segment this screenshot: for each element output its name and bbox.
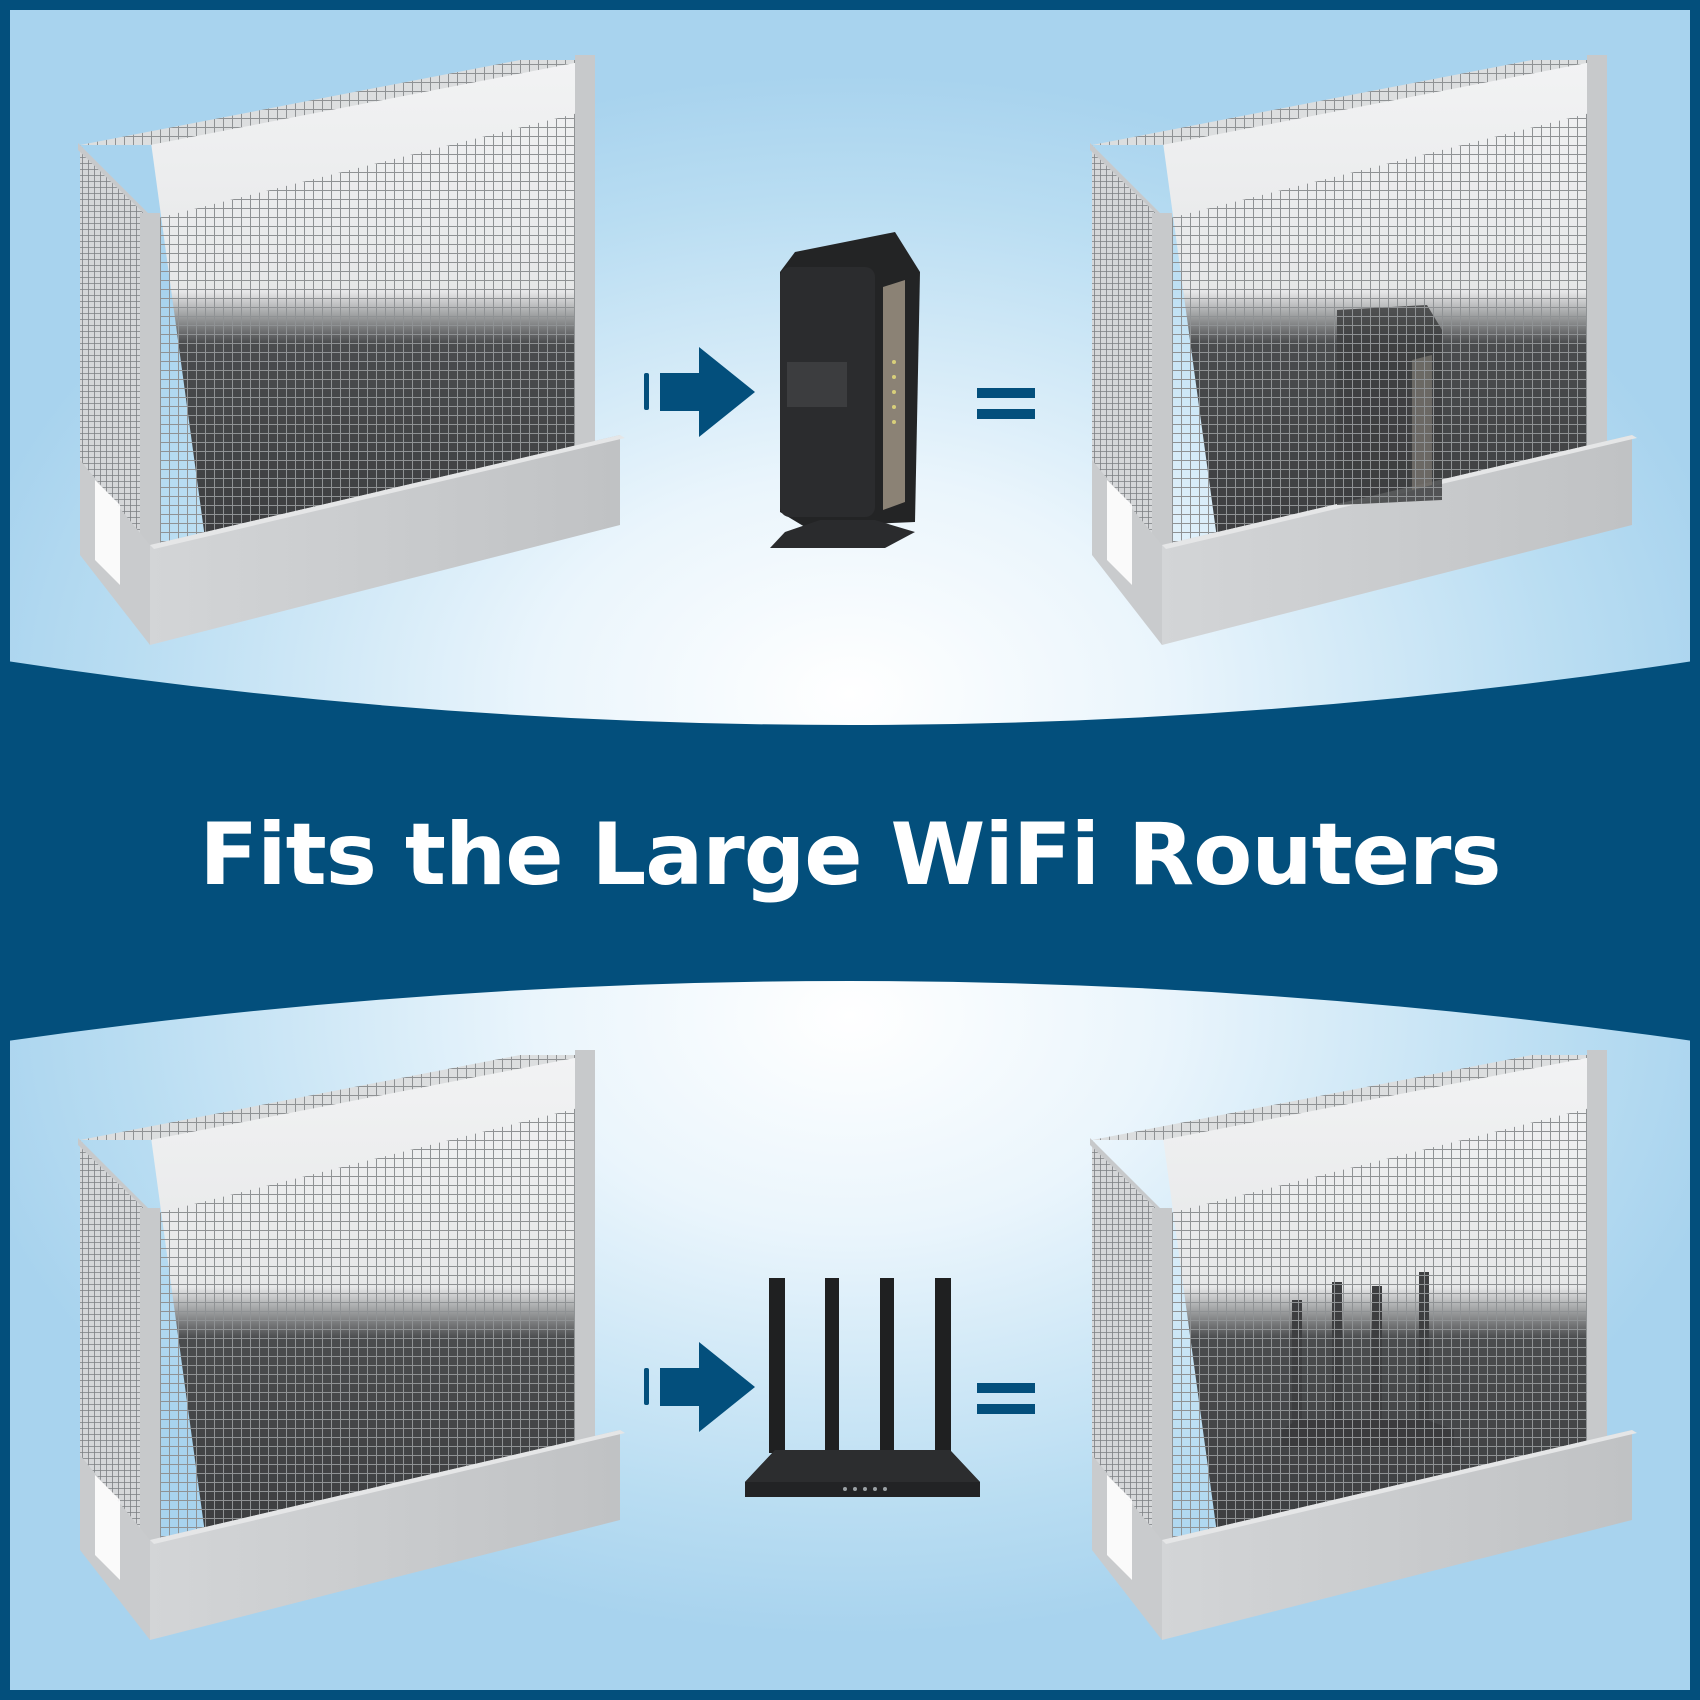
- mesh-cage-with-modem: [1082, 55, 1642, 665]
- wifi-router-image: [735, 1272, 990, 1502]
- mesh-cage-empty-bottom: [70, 1050, 630, 1660]
- arrow-right-icon: [642, 1340, 757, 1435]
- arrow-right-icon: [642, 345, 757, 440]
- equals-icon: [977, 388, 1037, 422]
- mesh-cage-empty-top: [70, 55, 630, 665]
- mesh-cage-with-router: [1082, 1050, 1642, 1660]
- headline: Fits the Large WiFi Routers: [199, 805, 1501, 905]
- equals-icon: [977, 1383, 1037, 1417]
- cable-modem-image: [765, 232, 925, 550]
